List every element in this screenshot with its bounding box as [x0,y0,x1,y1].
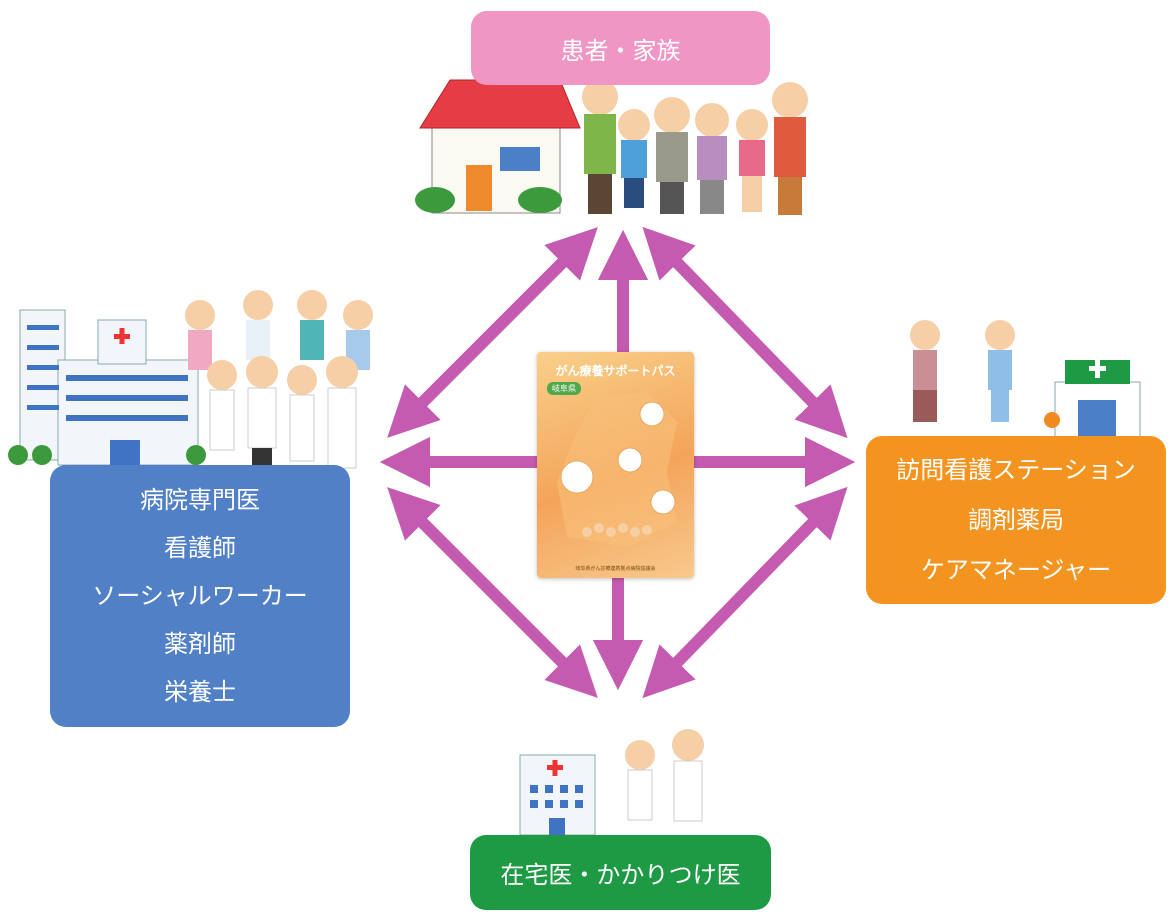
node-hospital: 病院専門医 看護師 ソーシャルワーカー 薬剤師 栄養士 [50,465,350,727]
node-community-line: 訪問看護ステーション [896,456,1136,484]
node-patient-family: 患者・家族 [471,11,770,85]
hospital-staff-illustration [185,290,373,474]
arrow-patient-community [642,226,848,439]
node-hospital-line: 看護師 [164,534,236,562]
booklet-footer: 岐阜県がん診療連携拠点病院協議会 [575,566,656,572]
node-community-line: ケアマネージャー [920,556,1112,584]
house-illustration [415,79,581,214]
arrow-hospital-homedoctor [387,487,598,698]
node-home-doctor-label: 在宅医・かかりつけ医 [500,861,741,889]
booklet-map-illustration [557,392,677,547]
node-hospital-line: ソーシャルワーカー [92,582,308,610]
family-illustration [582,79,808,215]
clinic-illustration [519,729,704,836]
booklet-title: がん療養サポートパス [555,364,676,378]
node-hospital-line: 薬剤師 [164,630,236,658]
node-community: 訪問看護ステーション 調剤薬局 ケアマネージャー [866,436,1166,604]
node-community-line: 調剤薬局 [968,506,1064,534]
node-home-doctor: 在宅医・かかりつけ医 [470,835,771,910]
node-hospital-line: 栄養士 [164,678,236,706]
community-care-illustration [910,320,1141,441]
arrow-community-homedoctor [642,486,848,699]
arrow-hospital-patient [387,227,598,438]
hospital-building-illustration [8,309,206,466]
booklet-prefecture-badge: 岐阜県 [547,382,581,395]
node-patient-family-label: 患者・家族 [560,36,681,65]
node-hospital-line: 病院専門医 [140,486,260,514]
support-pass-booklet: がん療養サポートパス 岐阜県 岐阜県がん診療連携拠点病院協議会 [537,352,694,578]
